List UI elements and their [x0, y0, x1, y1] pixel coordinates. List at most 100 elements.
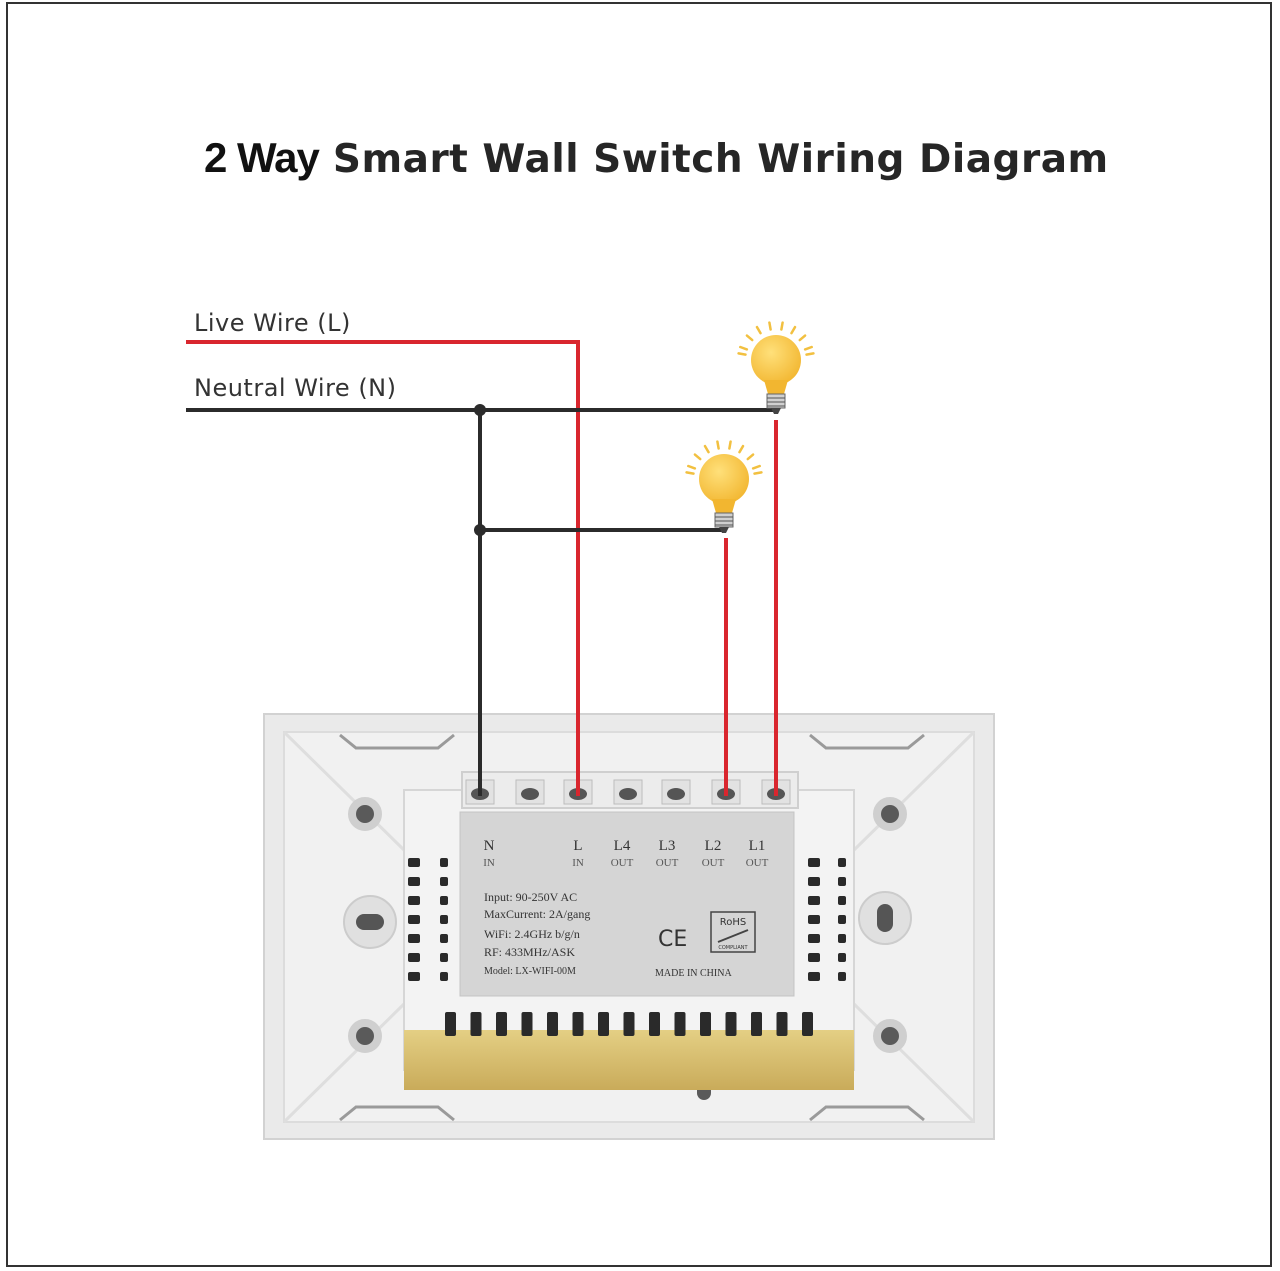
- light-ray: [780, 321, 784, 331]
- screw-hole: [873, 797, 907, 831]
- vent-slot: [408, 953, 420, 962]
- terminal-label-l1: L1: [749, 838, 766, 854]
- vent-slot: [776, 1012, 788, 1036]
- vent-slot: [408, 896, 420, 905]
- title-lead: 2 Way: [204, 134, 320, 181]
- light-ray: [768, 321, 772, 331]
- vent-slot: [838, 858, 846, 867]
- light-ray: [737, 352, 747, 356]
- vent-slot: [838, 934, 846, 943]
- vent-slot: [470, 1012, 482, 1036]
- live-wire: [186, 340, 580, 796]
- vent-slot: [496, 1012, 507, 1036]
- vent-slot: [808, 934, 820, 943]
- vent-slot: [802, 1012, 813, 1036]
- spec-label: [459, 811, 795, 997]
- plate-bottom-clip-left: [339, 1105, 455, 1122]
- light-ray: [687, 464, 697, 470]
- vent-slot: [440, 858, 448, 867]
- vent-slot: [408, 858, 420, 867]
- terminal-sub-l1: OUT: [746, 857, 769, 869]
- terminal-screw-hole: [667, 788, 685, 800]
- light-ray: [798, 334, 807, 342]
- light-ray: [803, 345, 813, 351]
- light-ray: [739, 345, 749, 351]
- vent-slot: [598, 1012, 609, 1036]
- vent-slot: [440, 934, 448, 943]
- vent-slot: [440, 953, 448, 962]
- terminal-sub-l3: OUT: [656, 857, 679, 869]
- vent-slot: [838, 915, 846, 924]
- vent-slot: [547, 1012, 558, 1036]
- junction-dot: [474, 404, 486, 416]
- module-base: [404, 1030, 854, 1090]
- neutral-wire-label: Neutral Wire (N): [194, 374, 397, 402]
- light-ray: [703, 444, 710, 454]
- spec-model: Model: LX-WIFI-00M: [484, 966, 576, 977]
- light-ray: [745, 334, 754, 342]
- vent-slot: [838, 877, 846, 886]
- spec-text: Input: 90-250V AC MaxCurrent: 2A/gang Wi…: [484, 890, 732, 979]
- screw-hole: [348, 797, 382, 831]
- vent-slot: [408, 972, 420, 981]
- terminal-screw-hole: [619, 788, 637, 800]
- spec-input: Input: 90-250V AC: [484, 890, 577, 904]
- made-in-text: MADE IN CHINA: [655, 968, 732, 979]
- vent-slot: [808, 877, 820, 886]
- terminal-screw-hole: [521, 788, 539, 800]
- vent-slot: [408, 877, 420, 886]
- light-ray: [685, 471, 695, 475]
- vent-slot: [725, 1012, 737, 1036]
- vent-slot: [808, 972, 820, 981]
- mount-slot: [877, 904, 893, 932]
- plate-bottom-clip-right: [809, 1105, 925, 1122]
- terminal-sub-n: IN: [483, 857, 495, 869]
- vent-slot: [440, 915, 448, 924]
- plate-top-clip-left: [339, 733, 455, 750]
- mount-slot: [356, 914, 384, 930]
- spec-current: MaxCurrent: 2A/gang: [484, 907, 590, 921]
- vent-slot: [674, 1012, 686, 1036]
- vent-slot: [572, 1012, 584, 1036]
- title-rest: Smart Wall Switch Wiring Diagram: [332, 137, 1109, 182]
- vent-slot: [808, 915, 820, 924]
- vent-slot: [623, 1012, 635, 1036]
- light-ray: [728, 440, 732, 450]
- bulb-icon: [737, 321, 815, 414]
- light-ray: [755, 325, 762, 335]
- plate-top-clip-right: [809, 733, 925, 750]
- screw-hole: [873, 1019, 907, 1053]
- terminal-sub-l: IN: [572, 857, 584, 869]
- rohs-compliant-text: COMPLIANT: [718, 945, 748, 951]
- vent-slot: [440, 972, 448, 981]
- terminal-label-l2: L2: [705, 838, 722, 854]
- ce-mark: CE: [658, 927, 687, 952]
- vent-slot: [838, 953, 846, 962]
- terminal-label-l3: L3: [659, 838, 676, 854]
- diagram-title: 2 Way Smart Wall Switch Wiring Diagram: [204, 134, 1109, 182]
- vent-slot: [440, 896, 448, 905]
- terminal-sub-l2: OUT: [702, 857, 725, 869]
- wires: [186, 340, 778, 796]
- terminal-sub-l4: OUT: [611, 857, 634, 869]
- rohs-text: RoHS: [720, 917, 746, 928]
- vent-slot: [838, 896, 846, 905]
- screw-hole: [348, 1019, 382, 1053]
- vent-slot: [408, 934, 420, 943]
- light-ray: [738, 444, 745, 454]
- light-ray: [746, 453, 755, 461]
- terminal-label-l: L: [573, 838, 582, 854]
- vent-slot: [838, 972, 846, 981]
- light-ray: [693, 453, 702, 461]
- spec-rf: RF: 433MHz/ASK: [484, 945, 575, 959]
- vent-slot: [445, 1012, 456, 1036]
- bulb-icon: [685, 440, 763, 533]
- side-vents: [408, 858, 846, 981]
- junction-dot: [474, 524, 486, 536]
- terminal-label-n: N: [484, 838, 495, 854]
- rohs-mark: RoHS COMPLIANT: [710, 911, 756, 953]
- vent-slot: [751, 1012, 762, 1036]
- vent-slot: [408, 915, 420, 924]
